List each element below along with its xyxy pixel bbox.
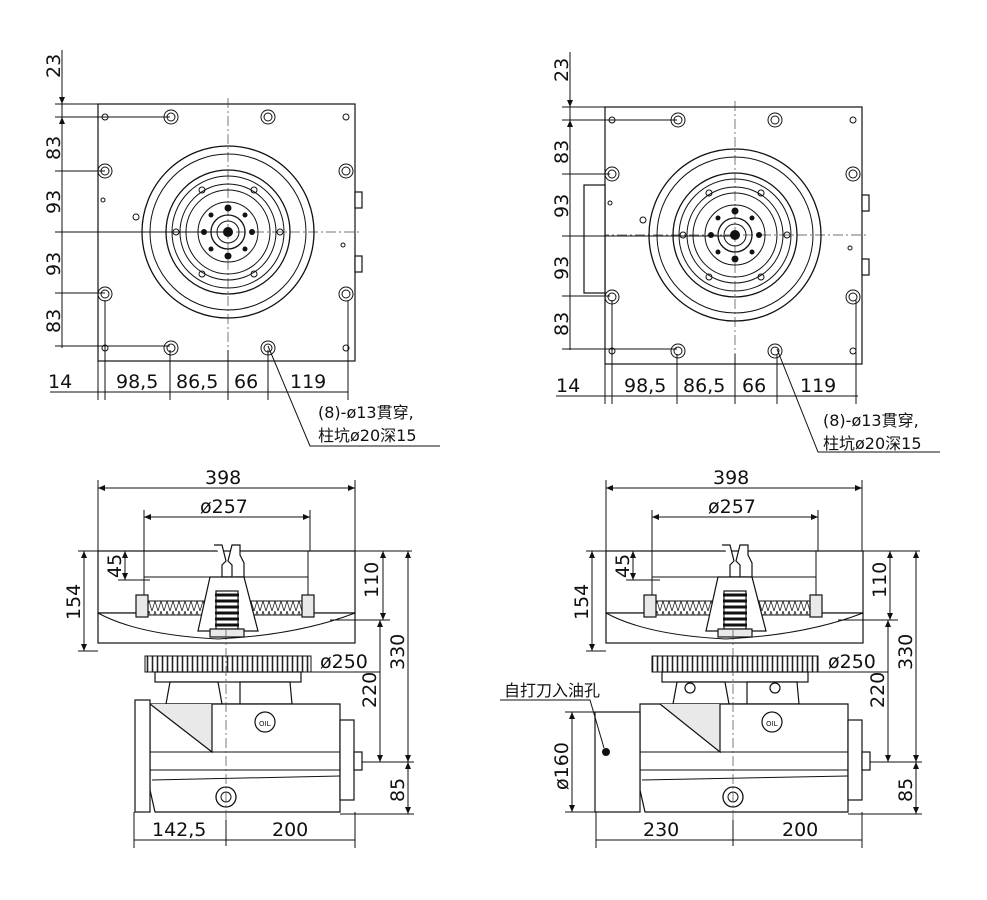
dim-93-top-r: 93 <box>551 194 573 218</box>
dim-83-bottom: 83 <box>43 309 65 333</box>
dim-dia-250-r: ø250 <box>828 651 876 673</box>
dim-45-r: 45 <box>612 554 634 578</box>
dim-93-bottom: 93 <box>43 252 65 276</box>
dim-154-r: 154 <box>571 584 593 620</box>
dim-398-r: 398 <box>713 467 749 489</box>
top-left-vertical-dims: 23 83 93 93 83 <box>43 54 65 333</box>
dim-45: 45 <box>104 554 126 578</box>
dim-dia-160: ø160 <box>551 742 573 790</box>
oil-plug-label: OIL <box>259 720 271 728</box>
dim-86-5-r: 86,5 <box>683 375 725 397</box>
dim-398: 398 <box>205 467 241 489</box>
dim-220: 220 <box>359 672 381 708</box>
dim-200-r: 200 <box>782 819 818 841</box>
hole-note-line1: (8)-ø13貫穿, <box>318 403 414 422</box>
hole-note-line1-r: (8)-ø13貫穿, <box>823 411 919 430</box>
hole-note-line2-r: 柱坑ø20深15 <box>823 434 922 453</box>
right-side-view: OIL <box>500 480 922 848</box>
dim-83-bottom-r: 83 <box>551 312 573 336</box>
right-side-dims: 398 ø257 154 45 110 330 220 85 ø160 ø250… <box>504 467 917 841</box>
dim-200: 200 <box>272 819 308 841</box>
dim-330-r: 330 <box>895 634 917 670</box>
dim-dia-257-r: ø257 <box>708 496 756 518</box>
dim-110-r: 110 <box>869 562 891 598</box>
dim-330: 330 <box>387 634 409 670</box>
dim-230: 230 <box>643 819 679 841</box>
dim-110: 110 <box>361 562 383 598</box>
dim-119: 119 <box>290 371 326 393</box>
dim-85-r: 85 <box>895 778 917 802</box>
dim-85: 85 <box>387 778 409 802</box>
dim-119-r: 119 <box>800 375 836 397</box>
hole-note-line2: 柱坑ø20深15 <box>318 426 417 445</box>
dim-66-r: 66 <box>742 375 766 397</box>
dim-98-5: 98,5 <box>116 371 158 393</box>
dim-23: 23 <box>43 54 65 78</box>
dim-dia-250: ø250 <box>320 651 368 673</box>
dim-83-top-r: 83 <box>551 140 573 164</box>
top-right-vertical-dims: 23 83 93 93 83 <box>551 58 573 336</box>
top-right-plan-view <box>556 52 940 453</box>
oil-hole-label: 自打刀入油孔 <box>504 681 600 700</box>
dim-142-5: 142,5 <box>152 819 206 841</box>
dim-86-5: 86,5 <box>176 371 218 393</box>
dim-83-top: 83 <box>43 136 65 160</box>
left-side-dims: 398 ø257 154 45 110 330 220 85 ø250 142,… <box>63 467 409 841</box>
dim-93-bottom-r: 93 <box>551 256 573 280</box>
dim-220-r: 220 <box>867 672 889 708</box>
dim-93-top: 93 <box>43 190 65 214</box>
dim-154: 154 <box>63 584 85 620</box>
top-right-hole-note: (8)-ø13貫穿, 柱坑ø20深15 <box>823 411 922 453</box>
dim-66: 66 <box>234 371 258 393</box>
dim-14-r: 14 <box>556 375 580 397</box>
top-left-hole-note: (8)-ø13貫穿, 柱坑ø20深15 <box>318 403 417 445</box>
top-left-horizontal-dims: 14 98,5 86,5 66 119 <box>48 371 326 393</box>
left-side-view: OIL <box>78 480 414 848</box>
dim-98-5-r: 98,5 <box>624 375 666 397</box>
top-left-plan-view <box>50 50 440 447</box>
dim-14: 14 <box>48 371 72 393</box>
dim-23-r: 23 <box>551 58 573 82</box>
dim-dia-257: ø257 <box>200 496 248 518</box>
oil-plug-label-r: OIL <box>766 720 778 728</box>
top-right-horizontal-dims: 14 98,5 86,5 66 119 <box>556 375 836 397</box>
